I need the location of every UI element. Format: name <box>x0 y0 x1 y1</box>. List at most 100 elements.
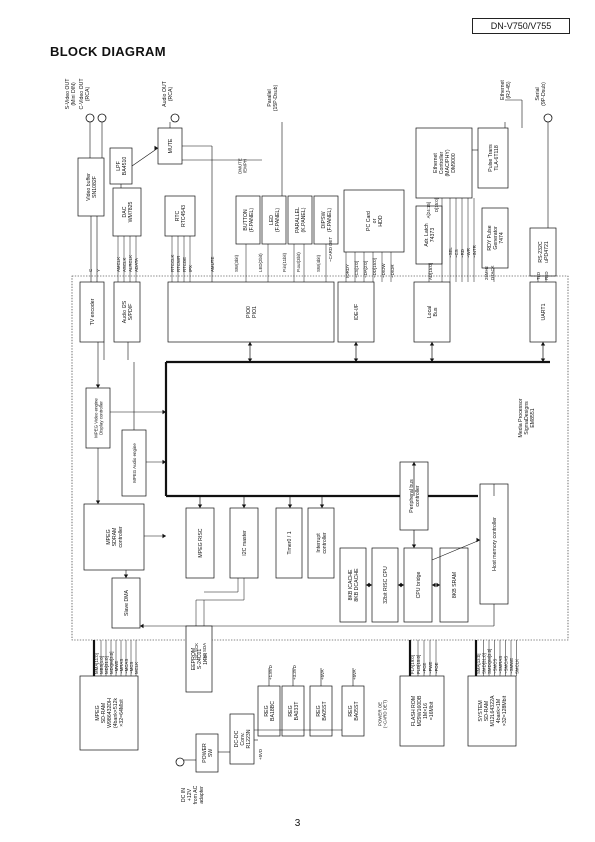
signal-card-det-text: ~CARD DET <box>328 237 333 262</box>
signal-power-oe-line: (~CARD DET) <box>383 700 388 728</box>
wire <box>131 147 159 167</box>
signal-mpeg-bus-7: ~MCS <box>129 662 134 674</box>
connector-cvideo-label-line: C-Video OUT <box>79 78 85 110</box>
signal-ctrl-0: ~SEL <box>448 247 453 258</box>
signal-ide-3-text: ~DD[15:0] <box>372 258 377 278</box>
interrupt-controller-line: controller <box>322 532 328 554</box>
mpeg-sdram-controller-line: SDRAM <box>112 528 118 547</box>
signal-sys-5: ~SMCAS <box>504 656 509 674</box>
audio-i2s-line: S/PDIF <box>128 304 134 321</box>
signal-rtc-3-text: IFX <box>188 265 193 272</box>
pc-card-line: or <box>372 218 378 223</box>
arrow-head <box>398 582 402 588</box>
connector-serial-label-line: Serial <box>535 87 541 100</box>
signal-audio-3-text: ADATA <box>134 258 139 272</box>
signal-y: Y <box>96 269 101 272</box>
signal-v33: +3.3VD <box>292 665 297 680</box>
signal-audio-0-text: AMCLK <box>116 257 121 272</box>
connector-audio-label-line: Audio OUT <box>162 80 168 106</box>
signal-mpeg-bus-2-text: MD[31:0] <box>104 656 109 674</box>
audio-i2s-box <box>113 281 141 343</box>
media-processor-boundary <box>71 275 569 641</box>
signal-mpeg-bus-5: ~MRAS <box>119 659 124 674</box>
arrow-head <box>432 582 436 588</box>
rtc-line: RTC <box>175 210 181 221</box>
signal-mpeg-bus-4-text: ~MWE <box>114 661 119 674</box>
signal-mpeg-bus-3: MDQM[3:0] <box>109 652 114 674</box>
signal-ide-1: ~CS[1:0] <box>354 261 359 278</box>
system-sdram-line: M12L64322A <box>490 695 496 726</box>
flash-rom-line: =16Mbit <box>429 701 435 720</box>
parallel-line: (K.PANEL) <box>301 207 307 232</box>
dipsw-box <box>313 195 339 245</box>
connector-serial-jack <box>543 113 553 123</box>
arrow-head <box>436 582 440 588</box>
connector-parallel-label-line: (15P-Dsub) <box>273 84 279 111</box>
video-buffer-line: SN1082F <box>92 176 98 198</box>
cpu-bridge-box <box>403 547 433 623</box>
page-number: 3 <box>294 818 301 829</box>
signal-mpeg-bus-8: MCLK <box>134 662 139 674</box>
flash-rom-box <box>399 675 445 747</box>
signal-ctrl-2-text: ~RD <box>460 249 465 258</box>
connector-dcin-jack <box>175 757 185 767</box>
arrow-head <box>123 574 129 578</box>
signal-sys-0: SMA[13:0] <box>476 654 481 675</box>
signal-uart-1-text: RxD <box>544 271 549 280</box>
led-line: (F.PANEL) <box>275 208 281 232</box>
signal-ctrl-4-text: ~INTR <box>472 245 477 258</box>
dac-line: DAC <box>122 206 128 217</box>
signal-pin-text: P.in(11bit) <box>282 252 287 272</box>
signal-i2c-0: I2C SCK <box>194 643 199 660</box>
arrow-head <box>476 537 480 543</box>
arrow-head <box>247 342 253 346</box>
tv-encoder-line: TV encoder <box>90 298 96 325</box>
arrow-head <box>411 544 417 548</box>
regulator-4-line: BA05ST <box>354 701 360 721</box>
signal-flash-3: ~FWE <box>428 662 433 674</box>
dac-box <box>112 187 142 237</box>
signal-sys-1-text: SMD[31:0] <box>482 653 487 674</box>
signal-sw4: SW(4bit) <box>316 254 321 272</box>
connector-svideo-label: S-Video OUT(Mini DIN) <box>65 78 77 110</box>
ethernet-controller-box <box>415 127 473 199</box>
tv-encoder-box <box>79 281 105 343</box>
mute: MUTE <box>168 138 174 153</box>
eeprom-line: EEPROM <box>191 648 197 670</box>
led-box <box>261 195 287 245</box>
peripheral-bus-controller-line: controller <box>415 485 421 507</box>
button-box <box>235 195 261 245</box>
system-sdram-line: 4bank×1M <box>496 699 502 723</box>
video-buffer-line: Video buffer <box>86 173 92 201</box>
sram-line: 8KB SRAM <box>452 572 458 598</box>
signal-sys-7: SMCLK <box>515 659 520 674</box>
mpeg-video-engine-line: MPEG Video engine <box>94 398 99 438</box>
interrupt-controller-line: Interrupt <box>316 533 322 553</box>
arrow-head <box>287 504 293 508</box>
lpf-line: LPF <box>116 161 122 171</box>
signal-a15: A[24:15] <box>426 202 431 218</box>
arrow-head <box>540 358 546 362</box>
signal-sw-text: SW(3bit) <box>234 254 239 272</box>
pc-card-box <box>343 189 405 253</box>
signal-sys-2-text: SMDQM[3:0] <box>487 649 492 674</box>
signal-sys-7-text: SMCLK <box>515 659 520 674</box>
signal-ctrl-0-text: ~SEL <box>448 247 453 258</box>
arrow-head <box>540 342 546 346</box>
flash-rom-line: 1M×16 <box>423 703 429 719</box>
rdy-pulse-generator-line: RDY Pulse <box>487 225 493 250</box>
system-sdram-box <box>467 675 517 747</box>
signal-sys-1: SMD[31:0] <box>482 653 487 674</box>
rdy-pulse-generator-box <box>481 207 509 269</box>
